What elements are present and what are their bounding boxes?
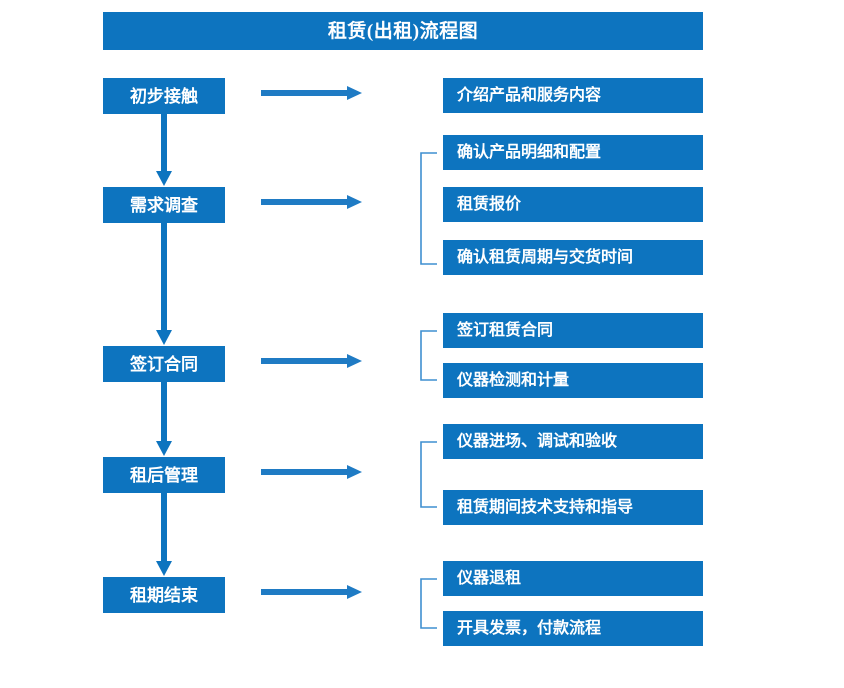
- arrow-right-icon-2: [261, 193, 363, 211]
- detail-box-6[interactable]: 仪器检测和计量: [443, 363, 703, 398]
- stage-box-3[interactable]: 签订合同: [103, 346, 225, 382]
- stage-box-5[interactable]: 租期结束: [103, 577, 225, 613]
- stage-box-2-label: 需求调查: [130, 195, 198, 215]
- detail-box-7[interactable]: 仪器进场、调试和验收: [443, 424, 703, 459]
- detail-box-5[interactable]: 签订租赁合同: [443, 313, 703, 348]
- detail-box-7-label: 仪器进场、调试和验收: [457, 432, 618, 450]
- arrow-down-icon-1: [155, 114, 173, 187]
- detail-box-2-label: 确认产品明细和配置: [457, 143, 602, 161]
- stage-box-4-label: 租后管理: [130, 465, 198, 485]
- detail-box-5-label: 签订租赁合同: [457, 321, 554, 339]
- detail-box-9[interactable]: 仪器退租: [443, 561, 703, 596]
- detail-box-2[interactable]: 确认产品明细和配置: [443, 135, 703, 170]
- detail-box-8[interactable]: 租赁期间技术支持和指导: [443, 490, 703, 525]
- detail-box-3-label: 租赁报价: [457, 195, 522, 213]
- arrow-down-icon-3: [155, 382, 173, 457]
- detail-box-10-label: 开具发票，付款流程: [457, 619, 602, 637]
- detail-box-3[interactable]: 租赁报价: [443, 187, 703, 222]
- detail-box-1-label: 介绍产品和服务内容: [457, 86, 602, 104]
- bracket-connector-2: [419, 330, 438, 381]
- bracket-connector-4: [419, 578, 438, 629]
- stage-box-5-label: 租期结束: [130, 585, 198, 605]
- arrow-right-icon-1: [261, 84, 363, 102]
- detail-box-10[interactable]: 开具发票，付款流程: [443, 611, 703, 646]
- arrow-down-icon-2: [155, 223, 173, 346]
- page-title: 租赁(出租)流程图: [103, 12, 703, 50]
- bracket-connector-3: [419, 441, 438, 508]
- detail-box-6-label: 仪器检测和计量: [457, 371, 570, 389]
- stage-box-4[interactable]: 租后管理: [103, 457, 225, 493]
- detail-box-9-label: 仪器退租: [457, 569, 522, 587]
- stage-box-2[interactable]: 需求调查: [103, 187, 225, 223]
- detail-box-1[interactable]: 介绍产品和服务内容: [443, 78, 703, 113]
- arrow-down-icon-4: [155, 493, 173, 577]
- arrow-right-icon-5: [261, 583, 363, 601]
- detail-box-8-label: 租赁期间技术支持和指导: [457, 498, 634, 516]
- arrow-right-icon-3: [261, 352, 363, 370]
- detail-box-4-label: 确认租赁周期与交货时间: [457, 248, 634, 266]
- bracket-connector-1: [419, 152, 438, 265]
- stage-box-3-label: 签订合同: [130, 354, 198, 374]
- stage-box-1-label: 初步接触: [130, 86, 198, 106]
- page-title-text: 租赁(出租)流程图: [327, 20, 479, 42]
- stage-box-1[interactable]: 初步接触: [103, 78, 225, 114]
- arrow-right-icon-4: [261, 463, 363, 481]
- detail-box-4[interactable]: 确认租赁周期与交货时间: [443, 240, 703, 275]
